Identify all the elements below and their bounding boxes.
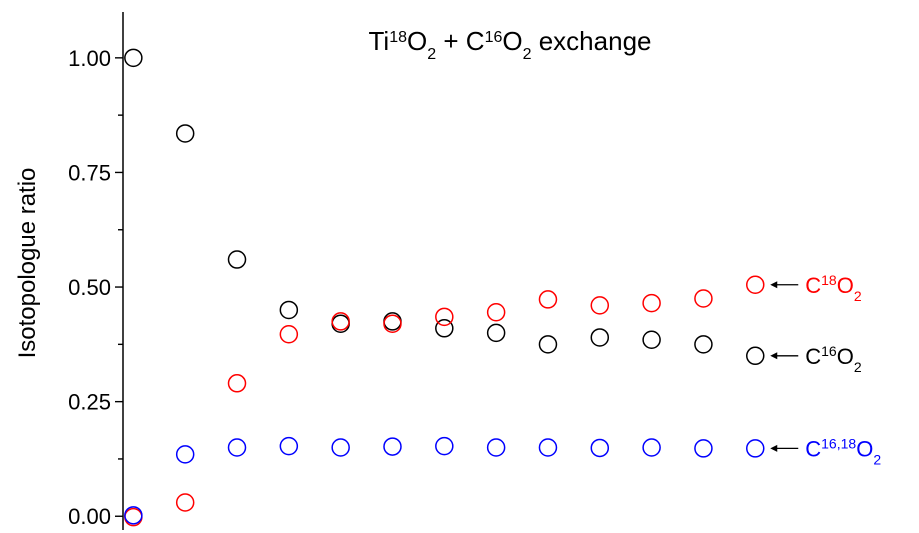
data-point [383,314,402,333]
y-tick-label: 0.25 [68,390,111,415]
y-tick-label: 1.00 [68,46,111,71]
data-point [175,493,195,512]
data-point [642,293,661,313]
data-point [435,319,454,338]
data-point [694,439,713,458]
text-part: 16 [821,343,837,359]
text-part: O [407,26,427,56]
y-axis-label: Isotopologue ratio [14,168,41,359]
data-point [746,439,765,458]
text-part: 2 [873,451,881,467]
data-point [383,437,402,456]
text-part: C [805,436,821,461]
data-point [279,436,299,456]
data-point [175,124,195,143]
data-point [435,307,454,327]
data-point [538,335,558,354]
text-part: O [837,344,854,369]
text-part: + C [436,26,484,56]
data-point [538,438,558,457]
y-tick-label: 0.50 [68,275,111,300]
legend-label: C16O2 [805,343,862,375]
data-point [486,438,506,457]
data-point [590,438,610,458]
text-part: 2 [854,359,862,375]
data-point [694,289,713,308]
data-points [124,48,765,527]
text-part: 2 [427,46,436,63]
data-point [746,275,765,295]
legend-arrowhead [770,444,778,452]
data-point [642,438,661,457]
text-part: O [502,26,522,56]
text-part: exchange [532,26,652,56]
text-part: 18 [821,272,837,288]
data-point [590,296,610,315]
data-point [486,303,506,322]
data-point [124,48,143,68]
text-part: C [805,344,821,369]
data-point [279,300,299,320]
legend-arrowhead [770,352,778,360]
text-part: Ti [369,26,390,56]
data-point [124,506,143,525]
y-axis-ticks: 0.00 0.25 0.50 0.75 1.00 [68,46,123,529]
data-point [175,445,195,464]
text-part: O [856,436,873,461]
data-point [227,374,247,393]
legend-label: C16,18O2 [805,435,881,467]
text-part: O [837,273,854,298]
data-point [331,438,350,457]
data-point [331,312,350,331]
data-point [279,325,299,344]
data-point [435,436,454,456]
data-point [227,438,247,457]
data-point [694,335,713,354]
data-point [746,346,765,366]
chart-title: Ti18O2 + C16O2 exchange [369,26,652,63]
y-tick-label: 0.75 [68,160,111,185]
legend-arrowhead [770,281,778,289]
legend-label: C18O2 [805,272,862,304]
data-point [538,290,558,309]
text-part: 16 [485,29,503,46]
text-part: 18 [389,29,407,46]
text-part: 16,18 [821,435,856,451]
data-point [590,328,610,347]
text-part: 2 [523,46,532,63]
text-part: 2 [854,288,862,304]
data-point [642,330,661,350]
y-tick-label: 0.00 [68,504,111,529]
data-point [227,250,247,269]
data-point [486,323,506,343]
text-part: C [805,273,821,298]
